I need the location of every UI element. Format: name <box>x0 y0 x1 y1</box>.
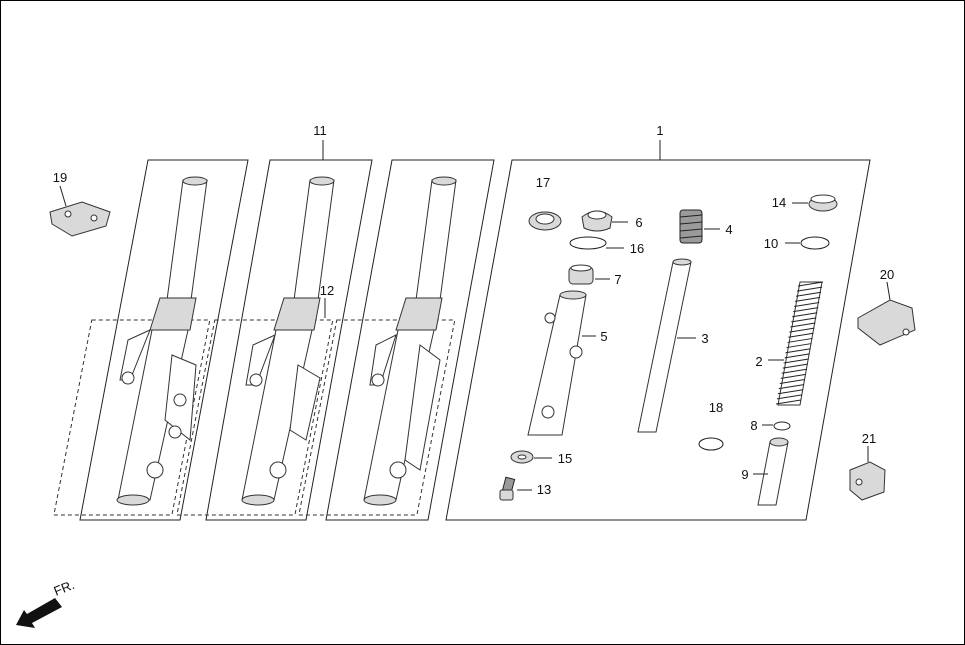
callout-9: 9 <box>741 467 748 482</box>
fork-panel-left <box>79 159 249 521</box>
spring-coil <box>785 348 811 354</box>
callout-19: 19 <box>53 170 67 185</box>
spring-coil <box>794 302 820 308</box>
spring-coil <box>787 337 813 343</box>
fork-assembly-left <box>53 176 211 516</box>
spring-coil <box>779 378 805 384</box>
fork-panel-middle <box>205 159 373 521</box>
callout-13: 13 <box>537 482 551 497</box>
callout-1: 1 <box>656 123 663 138</box>
spring-coil <box>790 322 816 328</box>
callout-12: 12 <box>320 283 334 298</box>
spring-coil <box>796 286 823 292</box>
part-19-bracket <box>49 185 111 237</box>
spring-coil <box>777 389 803 395</box>
spring-coil <box>780 373 806 379</box>
part-5-outer-tube <box>527 290 596 436</box>
part-3-inner-tube <box>637 258 696 433</box>
fork-assembly-right <box>298 176 457 516</box>
spring-coil <box>795 296 821 302</box>
spring-coil <box>786 343 812 349</box>
callout-7: 7 <box>614 272 621 287</box>
callout-15: 15 <box>558 451 572 466</box>
part-16-clip <box>569 236 624 250</box>
spring-coil <box>792 312 818 318</box>
part-21-clamp <box>849 446 886 501</box>
callout-2: 2 <box>755 354 762 369</box>
part-6-dust-seal <box>581 210 628 232</box>
fork-assembly-middle <box>176 176 335 516</box>
part-14-cap <box>792 194 838 212</box>
spring-coil <box>783 358 809 364</box>
spring-coil <box>784 353 810 359</box>
part-2-fork-spring <box>768 281 824 406</box>
part-4-spring <box>679 209 720 244</box>
callout-14: 14 <box>772 195 786 210</box>
spring-coil <box>782 363 808 369</box>
callout-20: 20 <box>880 267 894 282</box>
spring-coil <box>788 332 814 338</box>
part-13-bolt <box>499 476 532 501</box>
callout-21: 21 <box>862 431 876 446</box>
spring-coil <box>793 307 819 313</box>
front-direction-arrow <box>16 598 62 628</box>
part-17-oil-seal <box>528 211 562 231</box>
callout-5: 5 <box>600 329 607 344</box>
fork-panel-right <box>325 159 495 521</box>
part-9-collar <box>753 437 789 506</box>
part-10-o-ring <box>785 236 830 250</box>
part-18-circlip <box>698 437 724 451</box>
callout-11: 11 <box>313 123 327 138</box>
direction-label: FR. <box>52 577 77 599</box>
spring-coil <box>789 327 815 333</box>
components-panel <box>445 159 871 521</box>
spring-coil <box>778 384 804 390</box>
spring-coil <box>796 291 822 297</box>
callout-8: 8 <box>750 418 757 433</box>
callout-3: 3 <box>701 331 708 346</box>
callout-17: 17 <box>536 175 550 190</box>
callout-4: 4 <box>725 222 732 237</box>
spring-coil <box>776 394 803 400</box>
spring-coil <box>775 399 802 405</box>
spring-coil <box>781 368 807 374</box>
spring-coil <box>791 317 817 323</box>
spring-coil <box>797 281 824 287</box>
part-8-ring <box>762 421 791 431</box>
part-7-bushing <box>568 264 610 285</box>
callout-16: 16 <box>630 241 644 256</box>
callout-18: 18 <box>709 400 723 415</box>
part-15-washer <box>510 450 552 464</box>
callout-10: 10 <box>764 236 778 251</box>
part-20-guard <box>857 281 916 346</box>
callout-6: 6 <box>635 215 642 230</box>
